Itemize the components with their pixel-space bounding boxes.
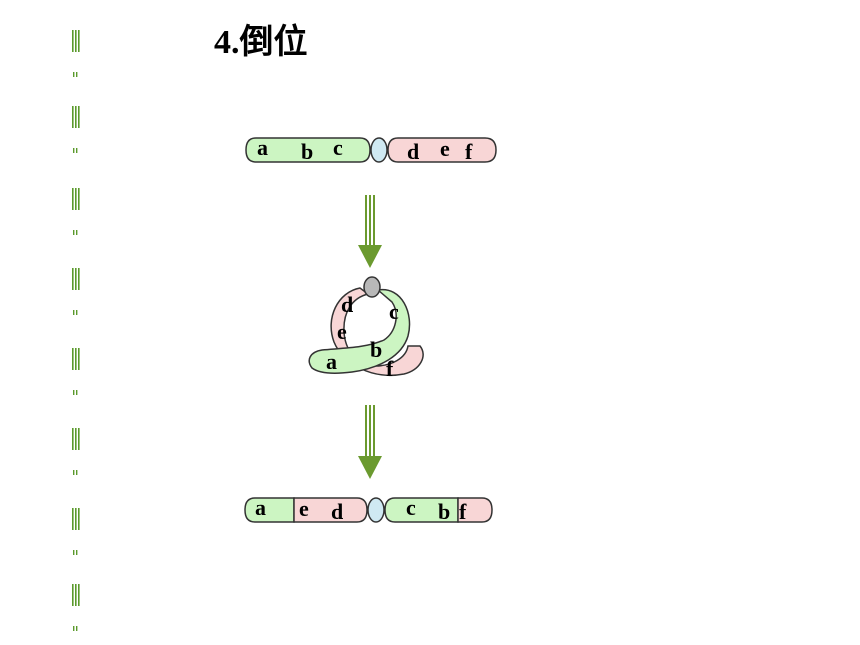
- original-centromere: [370, 137, 388, 163]
- chrom1-label-d: d: [407, 139, 419, 164]
- margin-tick: [73, 390, 75, 395]
- inverted-left-arm-pink: [293, 497, 368, 523]
- margin-bar: [78, 268, 80, 290]
- arrow-down-1: [358, 195, 382, 268]
- margin-tick: [73, 230, 75, 235]
- chrom1-label-f: f: [465, 139, 473, 164]
- margin-tick: [73, 72, 75, 77]
- original-left-arm: [245, 137, 371, 163]
- chrom1-label-c: c: [333, 135, 343, 160]
- chrom1-label-a: a: [257, 135, 268, 160]
- margin-bar: [75, 508, 77, 530]
- chrom2-label-f: f: [459, 499, 467, 524]
- margin-bar: [72, 268, 74, 290]
- arrow-down-2: [358, 405, 382, 479]
- margin-bar: [78, 106, 80, 128]
- margin-bar: [72, 348, 74, 370]
- inverted-left-arm-green: [244, 497, 295, 523]
- margin-tick: [76, 72, 78, 77]
- margin-bar: [75, 268, 77, 290]
- loop-green-segment: [308, 289, 411, 374]
- chrom2-label-d: d: [331, 499, 343, 524]
- left-margin-decoration: [72, 30, 80, 631]
- margin-bar: [75, 584, 77, 606]
- page-title: 4.倒位: [214, 24, 308, 61]
- margin-bar: [72, 508, 74, 530]
- loop-label-c: c: [389, 299, 399, 324]
- chrom2-label-c: c: [406, 495, 416, 520]
- margin-bar: [78, 30, 80, 52]
- inversion-loop: d c e b a f: [308, 276, 424, 381]
- margin-bar: [75, 188, 77, 210]
- margin-tick: [76, 626, 78, 631]
- margin-bar: [72, 106, 74, 128]
- margin-bar: [75, 30, 77, 52]
- loop-label-d: d: [341, 292, 353, 317]
- margin-tick: [76, 550, 78, 555]
- chrom1-label-e: e: [440, 136, 450, 161]
- original-right-arm: [387, 137, 497, 163]
- margin-bar: [78, 428, 80, 450]
- margin-tick: [76, 148, 78, 153]
- margin-tick: [76, 470, 78, 475]
- margin-tick: [73, 310, 75, 315]
- margin-tick: [76, 230, 78, 235]
- margin-bar: [75, 106, 77, 128]
- loop-centromere: [363, 276, 381, 298]
- margin-bar: [78, 584, 80, 606]
- loop-label-e: e: [337, 319, 347, 344]
- loop-label-a: a: [326, 349, 337, 374]
- margin-bar: [72, 188, 74, 210]
- margin-tick: [73, 148, 75, 153]
- margin-bar: [78, 348, 80, 370]
- margin-bar: [72, 30, 74, 52]
- chrom2-label-b: b: [438, 499, 450, 524]
- margin-tick: [73, 626, 75, 631]
- margin-bar: [78, 508, 80, 530]
- chrom2-label-a: a: [255, 495, 266, 520]
- margin-bar: [72, 584, 74, 606]
- loop-label-f: f: [386, 356, 394, 381]
- margin-bar: [78, 188, 80, 210]
- inverted-right-arm-pink: [457, 497, 493, 523]
- margin-bar: [75, 428, 77, 450]
- chrom1-label-b: b: [301, 139, 313, 164]
- loop-pink-segment: [330, 287, 424, 376]
- margin-bar: [75, 348, 77, 370]
- loop-label-b: b: [370, 337, 382, 362]
- margin-tick: [73, 470, 75, 475]
- original-chromosome: a b c d e f: [245, 135, 497, 164]
- margin-tick: [76, 390, 78, 395]
- inverted-right-arm-green: [384, 497, 459, 523]
- inverted-centromere: [367, 497, 385, 523]
- margin-tick: [76, 310, 78, 315]
- inverted-chromosome: a e d c b f: [244, 495, 493, 524]
- chrom2-label-e: e: [299, 496, 309, 521]
- margin-bar: [72, 428, 74, 450]
- margin-tick: [73, 550, 75, 555]
